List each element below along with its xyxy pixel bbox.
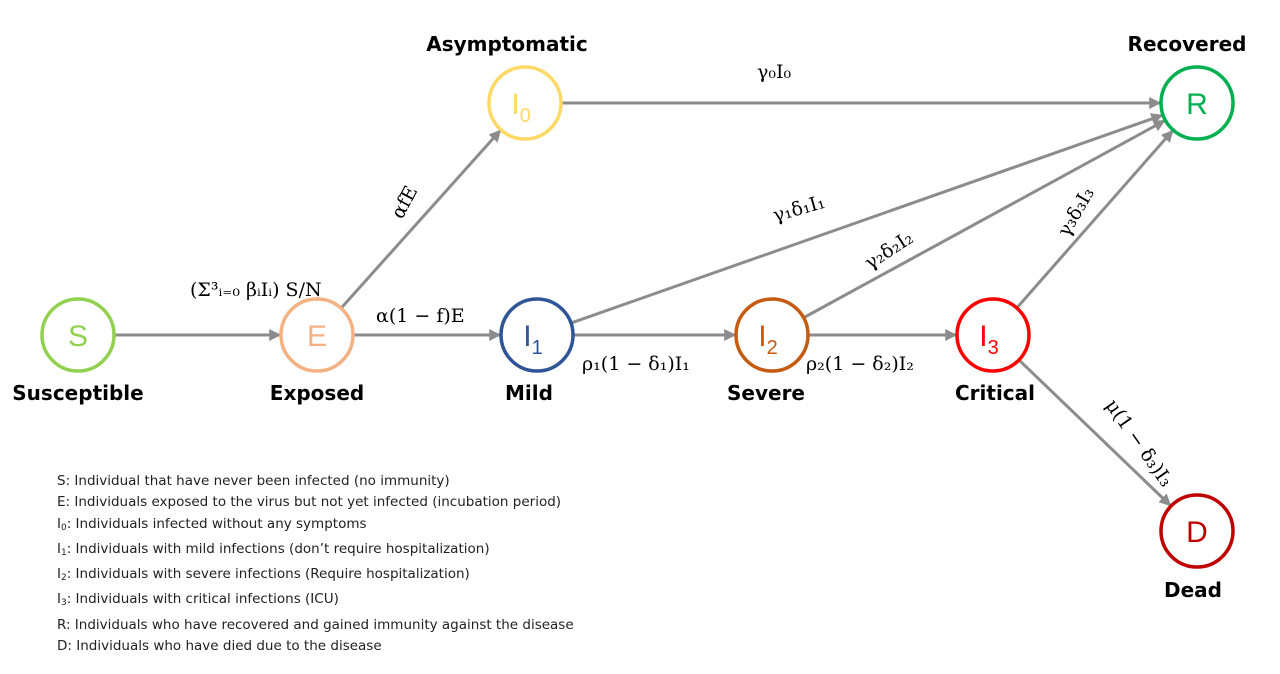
legend: S: Individual that have never been infec… [57, 471, 574, 657]
rate-label-s-to-e: (Σ³ᵢ₌₀ βᵢIᵢ) S/N [190, 279, 322, 301]
rate-label-i3-to-r: γ₃δ₃I₃ [1053, 183, 1099, 240]
legend-subscript: 0 [60, 522, 67, 533]
edge-i3-to-d-arrow [1017, 358, 1172, 507]
rate-label-e-to-i1: α(1 − f)E [376, 305, 465, 327]
legend-subscript: 3 [60, 598, 67, 609]
edge-i1-to-r-arrow [570, 113, 1164, 325]
legend-subscript: 1 [60, 547, 67, 558]
legend-symbol: R [57, 616, 66, 633]
node-i1-circle [499, 297, 575, 373]
nodes-layer: SSusceptibleEExposedI0AsymptomaticI1Mild… [12, 32, 1246, 602]
node-i2-circle [734, 297, 810, 373]
node-i2-subscript: 2 [767, 337, 778, 359]
legend-item: D: Individuals who have died due to the … [57, 636, 574, 657]
legend-symbol: I [57, 566, 61, 583]
node-i2-name: Severe [727, 381, 805, 405]
node-e-name: Exposed [270, 381, 364, 405]
node-i2-symbol: I2 [758, 320, 777, 359]
legend-symbol: I [57, 540, 61, 557]
edge-e-to-i0-arrow [339, 129, 502, 310]
node-e: E Exposed [270, 297, 364, 405]
legend-description: : Individuals who have recovered and gai… [65, 616, 574, 633]
node-i0-circle [487, 65, 563, 141]
node-d-circle [1159, 493, 1235, 569]
node-r: R Recovered [1128, 32, 1247, 141]
legend-item: I2: Individuals with severe infections (… [57, 564, 574, 589]
legend-description: : Individuals who have died due to the d… [67, 638, 382, 655]
legend-description: : Individuals with critical infections (… [66, 591, 339, 608]
node-d: D Dead [1159, 493, 1235, 602]
legend-description: : Individual that have never been infect… [65, 473, 450, 489]
node-r-name: Recovered [1128, 32, 1247, 56]
legend-description: : Individuals with mild infections (don’… [66, 540, 490, 557]
node-d-symbol: D [1186, 516, 1208, 549]
legend-item: I3: Individuals with critical infections… [57, 589, 574, 614]
legend-item: R: Individuals who have recovered and ga… [57, 615, 574, 636]
node-i1-name: Mild [505, 381, 553, 405]
legend-symbol: D [57, 638, 68, 655]
legend-item: I0: Individuals infected without any sym… [57, 514, 574, 539]
legend-item: E: Individuals exposed to the virus but … [57, 492, 574, 513]
node-s-name: Susceptible [12, 381, 143, 405]
node-r-symbol: R [1186, 88, 1208, 121]
legend-symbol: I [57, 591, 61, 608]
node-s-circle [40, 297, 116, 373]
node-i3-subscript: 3 [988, 337, 999, 359]
rate-label-i0-to-r: γ₀I₀ [757, 61, 791, 83]
node-i0: I0 Asymptomatic [426, 32, 588, 141]
legend-symbol: E [57, 494, 66, 511]
node-i3-symbol: I3 [979, 320, 998, 359]
legend-symbol: I [57, 515, 61, 532]
legend-subscript: 2 [60, 573, 67, 584]
legend-item: I1: Individuals with mild infections (do… [57, 539, 574, 564]
rate-label-i2-to-i3: ρ₂(1 − δ₂)I₂ [806, 353, 914, 375]
legend-description: : Individuals with severe infections (Re… [66, 566, 470, 583]
node-i0-name: Asymptomatic [426, 32, 587, 56]
node-i3-circle [955, 297, 1031, 373]
node-e-symbol: E [307, 320, 327, 353]
legend-description: : Individuals exposed to the virus but n… [65, 494, 562, 511]
legend-item: S: Individual that have never been infec… [57, 471, 574, 492]
node-i1-subscript: 1 [532, 337, 543, 359]
node-e-circle [279, 297, 355, 373]
node-s: S Susceptible [12, 297, 144, 405]
node-r-circle [1159, 65, 1235, 141]
edge-i2-to-r-arrow [802, 119, 1166, 320]
rate-label-e-to-i0: αfE [387, 182, 422, 222]
node-i3-name: Critical [955, 381, 1035, 405]
rate-label-i1-to-r: γ₁δ₁I₁ [770, 191, 827, 227]
edge-i3-to-r-arrow [1015, 129, 1174, 309]
rate-label-i2-to-r: γ₂δ₂I₂ [861, 227, 918, 274]
legend-symbol: S [57, 473, 66, 489]
node-i0-symbol: I0 [511, 88, 530, 127]
node-i0-subscript: 0 [520, 105, 531, 127]
legend-description: : Individuals infected without any sympt… [66, 515, 367, 532]
edges-layer: (Σ³ᵢ₌₀ βᵢIᵢ) S/N αfE α(1 − f)E γ₀I₀ γ₁δ₁I₁ ρ₁… [114, 61, 1177, 507]
node-d-name: Dead [1164, 578, 1222, 602]
node-i1-symbol: I1 [523, 320, 542, 359]
node-s-symbol: S [68, 320, 88, 353]
rate-label-i1-to-i2: ρ₁(1 − δ₁)I₁ [582, 353, 690, 375]
